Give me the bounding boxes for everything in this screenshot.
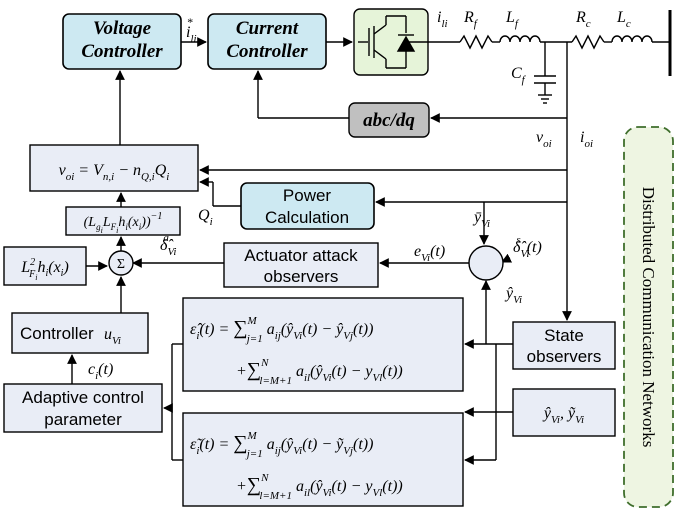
epsilon-tilde-box <box>182 412 464 507</box>
label-lf: Lf <box>505 9 520 30</box>
signal-qi: Qi <box>198 207 213 228</box>
distributed-network-panel <box>623 126 674 508</box>
adaptive-parameter-box <box>3 383 163 433</box>
actuator-attack-observers-box <box>223 242 379 288</box>
state-observers-box <box>512 321 616 370</box>
current-controller-label-1: Current <box>236 18 299 39</box>
summing-junction-right <box>468 245 504 281</box>
distributed-network-label: Distributed Communication Networks <box>639 187 658 448</box>
signal-delta-hat-a: δ̂Via <box>160 232 176 258</box>
label-rc: Rc <box>575 9 591 30</box>
lie-derivative-box <box>3 246 87 286</box>
inductor-lc <box>611 35 653 43</box>
power-calc-label-2: Calculation <box>265 208 349 227</box>
label-cf: Cf <box>511 65 527 86</box>
signal-e-vi: eVi(t) <box>414 243 445 264</box>
signal-v-oi: voi <box>536 129 552 150</box>
actuator-label-2: observers <box>264 267 339 286</box>
adaptive-label-2: parameter <box>44 410 122 429</box>
label-lc: Lc <box>616 9 631 30</box>
voltage-controller-label-2: Controller <box>81 41 163 62</box>
controller-box <box>11 312 149 354</box>
state-obs-label-2: observers <box>527 347 602 366</box>
yhat-ytilde-box <box>512 388 616 437</box>
abc-dq-box <box>348 102 430 138</box>
label-rf: Rf <box>463 9 479 30</box>
signal-y-bar: ȳVi <box>472 209 490 230</box>
state-obs-label-1: State <box>544 326 584 345</box>
actuator-label-1: Actuator attack <box>244 246 358 265</box>
signal-y-hat: ŷVi <box>504 285 522 306</box>
igbt-icon <box>358 15 428 69</box>
adaptive-label-1: Adaptive control <box>22 388 144 407</box>
current-controller-label-2: Controller <box>226 41 308 62</box>
gain-inverse-box <box>65 206 181 236</box>
signal-i-oi: ioi <box>580 129 593 150</box>
resistor-rf <box>459 34 493 50</box>
epsilon-hat-box <box>182 297 464 392</box>
voltage-controller-label-1: Voltage <box>93 18 152 39</box>
signal-ci: ci(t) <box>88 361 113 382</box>
controller-label: Controller <box>20 324 94 343</box>
signal-i-li-star: ili* <box>186 15 197 45</box>
resistor-rc <box>571 34 605 50</box>
signal-i-li: ili <box>437 9 448 30</box>
inductor-lf <box>499 35 541 43</box>
droop-box <box>29 144 199 192</box>
power-calc-label-1: Power <box>283 186 332 205</box>
abc-dq-label: abc/dq <box>363 110 415 131</box>
sum-symbol: Σ <box>117 257 125 272</box>
signal-delta-hat-s: δ̂Vis(t) <box>513 234 542 260</box>
